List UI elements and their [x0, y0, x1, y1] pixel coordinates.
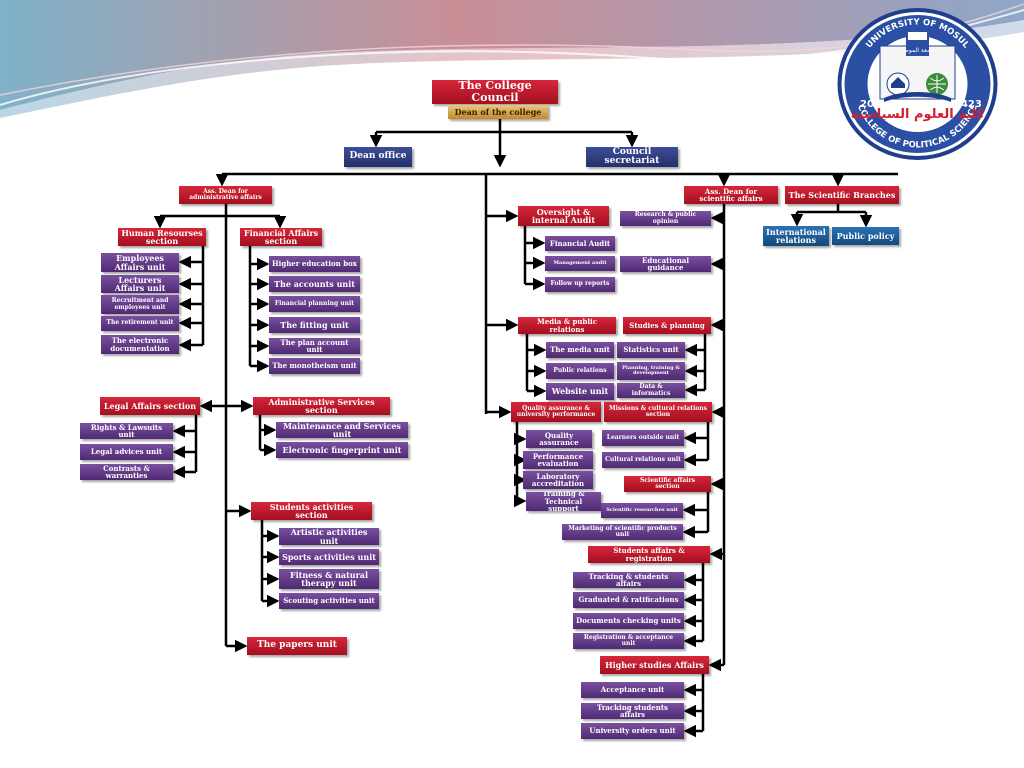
guidance-unit[interactable]: Educational guidance — [620, 256, 711, 272]
students-activities-unit[interactable]: Artistic activities unit — [279, 528, 379, 545]
financial-unit[interactable]: The plan account unit — [269, 338, 360, 354]
financial-unit[interactable]: Financial planning unit — [269, 296, 360, 312]
higher-studies-unit[interactable]: Tracking students affairs — [581, 703, 684, 719]
financial-unit[interactable]: Higher education box — [269, 256, 360, 272]
dean-office-box[interactable]: Dean office — [344, 147, 412, 167]
studies-section-box[interactable]: Studies & planning — [623, 317, 711, 334]
oversight-unit[interactable]: Financial Audit — [545, 236, 615, 251]
financial-unit[interactable]: The monotheism unit — [269, 358, 360, 374]
legal-unit[interactable]: Contrasts & warranties — [80, 464, 173, 480]
studies-unit[interactable]: Data & informatics — [617, 383, 685, 398]
students-registration-unit[interactable]: Tracking & students affairs — [573, 572, 684, 588]
quality-unit[interactable]: Training & Technical support — [526, 492, 601, 511]
quality-unit[interactable]: Performance evaluation — [523, 451, 593, 469]
scientific-dean-box[interactable]: Ass. Dean for scientific affairs — [684, 186, 778, 204]
logo-arabic-name: كلية العلوم السياسية — [851, 107, 985, 122]
higher-studies-unit[interactable]: Acceptance unit — [581, 682, 684, 698]
hr-unit[interactable]: Employees Affairs unit — [101, 253, 179, 272]
studies-unit[interactable]: Planning, training & development — [617, 362, 685, 380]
students-activities-unit[interactable]: Fitness & natural therapy unit — [279, 569, 379, 589]
branch-box[interactable]: International relations — [763, 226, 829, 246]
scientific-affairs-section-box[interactable]: Scientific affairs section — [624, 476, 711, 492]
hr-section-box[interactable]: Human Resourses section — [118, 228, 206, 246]
legal-section-box[interactable]: Legal Affairs section — [100, 397, 200, 415]
scientific-affairs-unit[interactable]: Marketing of scientific products unit — [562, 524, 683, 540]
branch-box[interactable]: Public policy — [832, 227, 899, 245]
students-registration-unit[interactable]: Documents checking units — [573, 613, 684, 629]
council-secretariat-box[interactable]: Council secretariat — [586, 147, 678, 167]
media-unit[interactable]: Public relations — [546, 363, 614, 379]
research-unit[interactable]: Research & public opinion — [620, 211, 711, 226]
students-activities-unit[interactable]: Sports activities unit — [279, 549, 379, 565]
students-registration-section-box[interactable]: Students affairs & registration — [588, 546, 710, 563]
logo-year-right: 1423 — [954, 99, 982, 110]
admin-services-unit[interactable]: Maintenance and Services unit — [276, 422, 408, 438]
students-registration-unit[interactable]: Registration & acceptance unit — [573, 633, 684, 649]
higher-studies-section-box[interactable]: Higher studies Affairs — [600, 656, 709, 674]
hr-unit[interactable]: The retirement unit — [101, 316, 179, 331]
oversight-section-box[interactable]: Oversight & internal Audit — [518, 206, 609, 226]
media-section-box[interactable]: Media & public relations — [518, 317, 616, 334]
legal-unit[interactable]: Legal advices unit — [80, 444, 173, 460]
students-registration-unit[interactable]: Graduated & ratifications — [573, 592, 684, 608]
media-unit[interactable]: The media unit — [546, 342, 614, 358]
missions-section-box[interactable]: Missions & cultural relations section — [604, 402, 712, 422]
oversight-unit[interactable]: Follow up reports — [545, 277, 615, 292]
financial-unit[interactable]: The accounts unit — [269, 276, 360, 292]
admin-dean-box[interactable]: Ass. Dean for administrative affairs — [179, 186, 272, 204]
media-unit[interactable]: Website unit — [546, 383, 614, 400]
scientific-affairs-unit[interactable]: Scientific researches unit — [601, 503, 683, 518]
higher-studies-unit[interactable]: University orders unit — [581, 723, 684, 739]
financial-unit[interactable]: The fitting unit — [269, 317, 360, 333]
admin-services-unit[interactable]: Electronic fingerprint unit — [276, 442, 408, 458]
dean-box[interactable]: Dean of the college — [448, 105, 548, 119]
hr-unit[interactable]: Lecturers Affairs unit — [101, 275, 179, 293]
studies-unit[interactable]: Statistics unit — [617, 342, 685, 358]
hr-unit[interactable]: Recruitment and employees unit — [101, 295, 179, 314]
oversight-unit[interactable]: Management audit — [545, 256, 615, 271]
college-council-box[interactable]: The College Council — [432, 80, 558, 104]
logo-arabic-univ: جامعة الموصل — [899, 47, 936, 54]
missions-unit[interactable]: Learners outside unit — [602, 430, 684, 446]
financial-section-box[interactable]: Financial Affairs section — [240, 228, 322, 246]
quality-unit[interactable]: Laboratory accreditation — [523, 471, 593, 489]
papers-unit-box[interactable]: The papers unit — [247, 637, 347, 655]
missions-unit[interactable]: Cultural relations unit — [602, 452, 684, 468]
legal-unit[interactable]: Rights & Lawsuits unit — [80, 423, 173, 439]
college-logo: UNIVERSITY OF MOSUL COLLEGE OF POLITICAL… — [837, 8, 998, 160]
logo-year-left: 2002 — [860, 99, 888, 110]
quality-unit[interactable]: Quality assurance — [526, 430, 592, 448]
admin-services-section-box[interactable]: Administrative Services section — [253, 397, 390, 415]
scientific-branches-box[interactable]: The Scientific Branches — [785, 186, 899, 204]
quality-section-box[interactable]: Quality assurance & university performan… — [511, 402, 601, 422]
students-activities-unit[interactable]: Scouting activities unit — [279, 593, 379, 609]
hr-unit[interactable]: The electronic documentation — [101, 335, 179, 354]
students-activities-section-box[interactable]: Students activities section — [251, 502, 372, 520]
